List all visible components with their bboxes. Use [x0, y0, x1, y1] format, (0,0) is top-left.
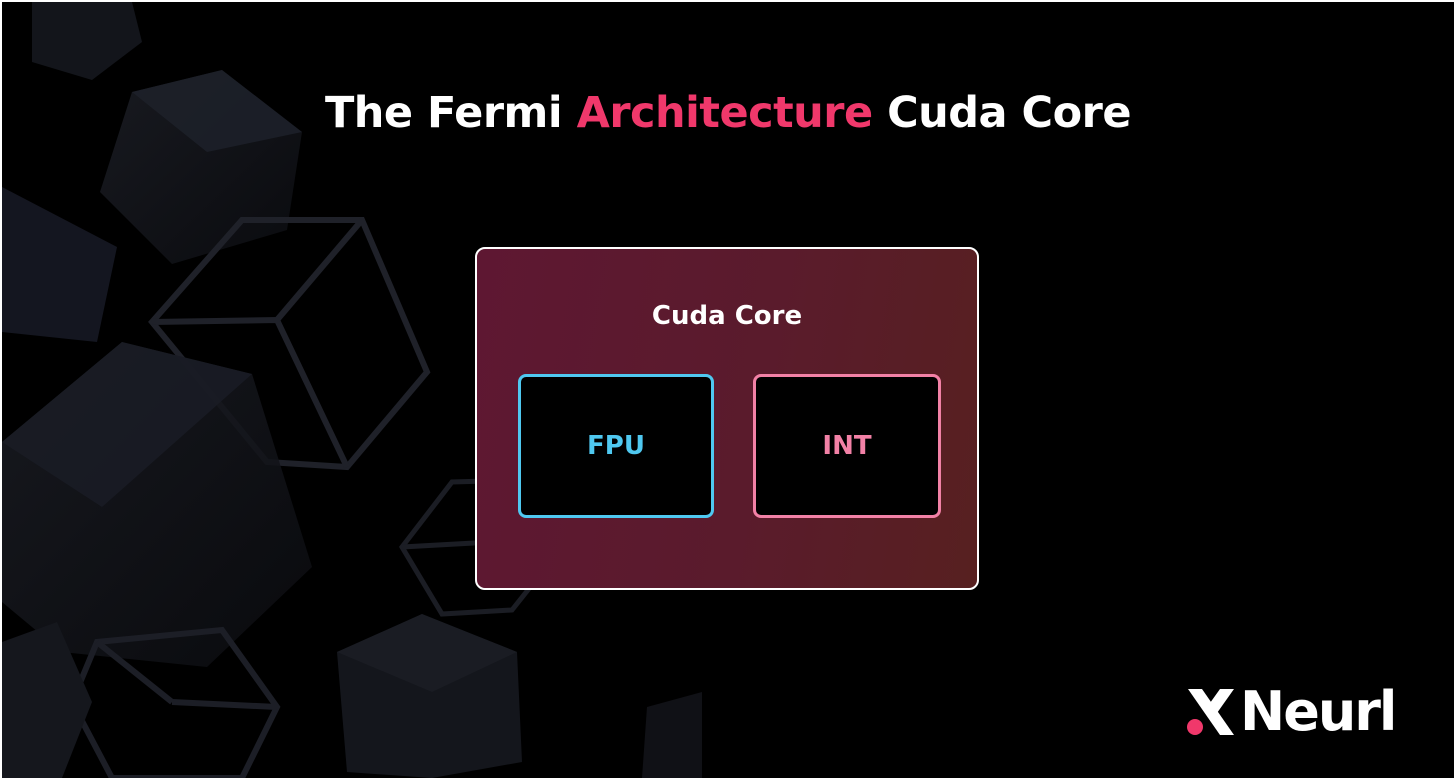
- title-part-2: Cuda Core: [872, 88, 1132, 138]
- int-label: INT: [822, 431, 872, 461]
- logo-text: Neurl: [1240, 680, 1397, 743]
- title-accent: Architecture: [576, 88, 874, 138]
- int-unit-box: INT: [753, 374, 941, 518]
- title-part-1: The Fermi: [324, 88, 577, 138]
- background-cubes-decoration: [2, 2, 702, 778]
- neurl-x-logo-icon: [1187, 689, 1234, 735]
- cuda-core-container: Cuda Core FPU INT: [475, 247, 979, 590]
- fpu-unit-box: FPU: [518, 374, 714, 518]
- fpu-label: FPU: [587, 431, 645, 461]
- page-title: The Fermi Architecture Cuda Core: [2, 88, 1454, 138]
- neurl-logo: Neurl: [1182, 680, 1397, 743]
- cuda-core-label: Cuda Core: [651, 301, 803, 331]
